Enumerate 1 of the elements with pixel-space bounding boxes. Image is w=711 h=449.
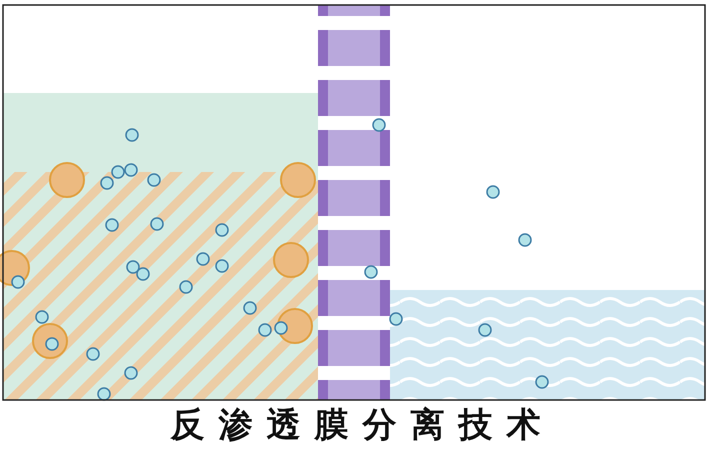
caption: 反渗透膜分离技术 [169, 404, 554, 447]
